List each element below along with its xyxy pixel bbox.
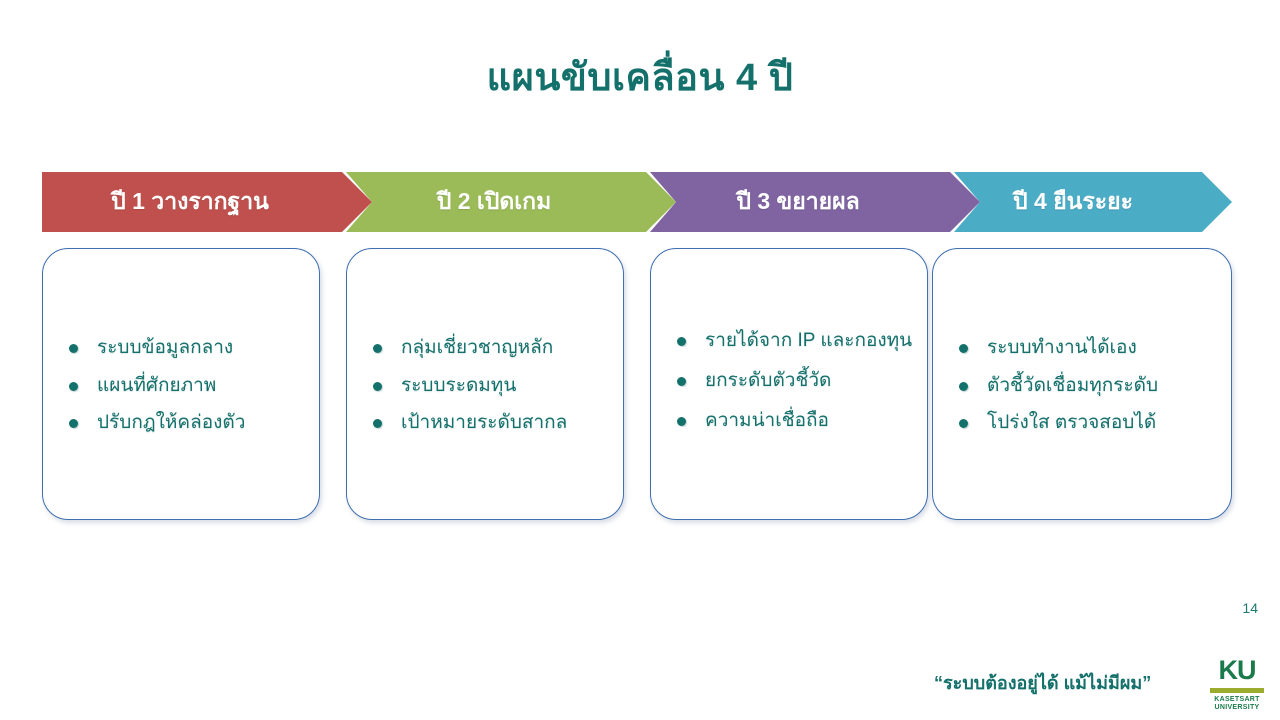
phase-chevron-band: ปี 1 วางรากฐาน ปี 2 เปิดเกม ปี 3 ขยายผล … (42, 172, 1232, 232)
footer-quote: “ระบบต้องอยู่ได้ แม้ไม่มีผม” (934, 673, 1152, 693)
bullet-dot-icon (69, 419, 78, 429)
phase-chevron-label: ปี 3 ขยายผล (736, 188, 860, 214)
list-item: ระบบทำงานได้เอง (951, 333, 1217, 364)
bullet-dot-icon (959, 343, 968, 353)
list-item: ตัวชี้วัดเชื่อมทุกระดับ (951, 371, 1217, 402)
list-item: โปร่งใส ตรวจสอบได้ (951, 408, 1217, 439)
list-item: ระบบระดมทุน (365, 371, 609, 402)
list-item-label: ระบบทำงานได้เอง (987, 336, 1137, 358)
phase-card-year-1: ระบบข้อมูลกลาง แผนที่ศักยภาพ ปรับกฎให้คล… (42, 248, 320, 520)
phase-chevron-label: ปี 2 เปิดเกม (436, 188, 552, 214)
phase-chevron-year-4[interactable]: ปี 4 ยืนระยะ (954, 172, 1232, 232)
chevron-shape-icon (42, 172, 372, 232)
page-title: แผนขับเคลื่อน 4 ปี (486, 57, 794, 99)
phase-chevron-year-1[interactable]: ปี 1 วางรากฐาน (42, 172, 372, 232)
phase-chevron-label: ปี 4 ยืนระยะ (1013, 188, 1133, 214)
bullet-list: กลุ่มเชี่ยวชาญหลัก ระบบระดมทุน เป้าหมายร… (365, 333, 609, 439)
logo-name: KASETSART UNIVERSITY (1214, 696, 1259, 714)
phase-card-year-4: ระบบทำงานได้เอง ตัวชี้วัดเชื่อมทุกระดับ … (932, 248, 1232, 520)
logo-name-line-2: UNIVERSITY (1214, 704, 1260, 712)
bullet-dot-icon (69, 381, 78, 391)
list-item-label: เป้าหมายระดับสากล (401, 412, 568, 434)
bullet-dot-icon (677, 337, 686, 347)
phase-card-row: ระบบข้อมูลกลาง แผนที่ศักยภาพ ปรับกฎให้คล… (42, 248, 1232, 523)
phase-chevron-year-3[interactable]: ปี 3 ขยายผล (650, 172, 980, 232)
logo-divider-bar (1210, 688, 1264, 693)
list-item: เป้าหมายระดับสากล (365, 408, 609, 439)
list-item-label: รายได้จาก IP และกองทุน (705, 330, 913, 352)
bullet-list: ระบบทำงานได้เอง ตัวชี้วัดเชื่อมทุกระดับ … (951, 333, 1217, 439)
list-item: แผนที่ศักยภาพ (61, 371, 305, 402)
bullet-dot-icon (373, 343, 382, 353)
list-item-label: ระบบระดมทุน (401, 374, 517, 396)
bullet-dot-icon (959, 381, 968, 391)
page-number: 14 (1242, 600, 1258, 616)
bullet-dot-icon (677, 416, 686, 426)
list-item: กลุ่มเชี่ยวชาญหลัก (365, 333, 609, 364)
bullet-dot-icon (69, 343, 78, 353)
list-item-label: ตัวชี้วัดเชื่อมทุกระดับ (987, 374, 1159, 396)
bullet-list: รายได้จาก IP และกองทุน ยกระดับตัวชี้วัด … (669, 326, 913, 445)
phase-chevron-year-2[interactable]: ปี 2 เปิดเกม (346, 172, 676, 232)
list-item: ความน่าเชื่อถือ (669, 406, 913, 437)
bullet-dot-icon (373, 419, 382, 429)
chevron-shape-icon (954, 172, 1232, 232)
list-item-label: ยกระดับตัวชี้วัด (705, 370, 832, 392)
kasetsart-university-logo: KU KASETSART UNIVERSITY (1208, 657, 1266, 713)
phase-card-year-2: กลุ่มเชี่ยวชาญหลัก ระบบระดมทุน เป้าหมายร… (346, 248, 624, 520)
list-item-label: แผนที่ศักยภาพ (97, 374, 217, 396)
list-item-label: กลุ่มเชี่ยวชาญหลัก (401, 336, 554, 358)
phase-chevron-label: ปี 1 วางรากฐาน (111, 188, 269, 214)
list-item-label: ระบบข้อมูลกลาง (97, 336, 234, 358)
bullet-dot-icon (373, 381, 382, 391)
chevron-shape-icon (650, 172, 980, 232)
phase-card-year-3: รายได้จาก IP และกองทุน ยกระดับตัวชี้วัด … (650, 248, 928, 520)
logo-name-line-1: KASETSART (1214, 695, 1260, 703)
list-item-label: ปรับกฎให้คล่องตัว (97, 412, 246, 434)
list-item: ยกระดับตัวชี้วัด (669, 366, 913, 397)
bullet-dot-icon (677, 377, 686, 387)
list-item-label: ความน่าเชื่อถือ (705, 409, 829, 431)
list-item: รายได้จาก IP และกองทุน (669, 326, 913, 357)
logo-monogram: KU (1218, 655, 1257, 685)
list-item: ปรับกฎให้คล่องตัว (61, 408, 305, 439)
list-item: ระบบข้อมูลกลาง (61, 333, 305, 364)
bullet-dot-icon (959, 419, 968, 429)
list-item-label: โปร่งใส ตรวจสอบได้ (987, 412, 1157, 434)
chevron-shape-icon (346, 172, 676, 232)
bullet-list: ระบบข้อมูลกลาง แผนที่ศักยภาพ ปรับกฎให้คล… (61, 333, 305, 439)
